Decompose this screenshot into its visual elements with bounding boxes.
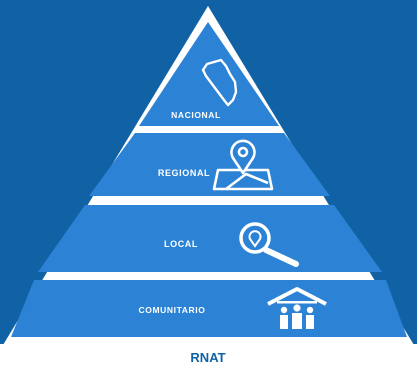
map-pin-icon (212, 139, 274, 191)
tier-label-comunitario: COMUNITARIO (139, 305, 206, 315)
magnifier-pin-icon (239, 222, 299, 267)
tier-label-regional: REGIONAL (158, 168, 210, 178)
base-band (0, 344, 417, 371)
peru-map-icon (201, 58, 238, 107)
community-house-icon (267, 287, 327, 329)
tier-label-local: LOCAL (164, 239, 198, 249)
base-label: RNAT (190, 350, 225, 365)
tier-local (38, 205, 382, 272)
tier-comunitario (11, 280, 407, 337)
tier-nacional (139, 22, 279, 126)
tier-label-nacional: NACIONAL (171, 110, 221, 120)
